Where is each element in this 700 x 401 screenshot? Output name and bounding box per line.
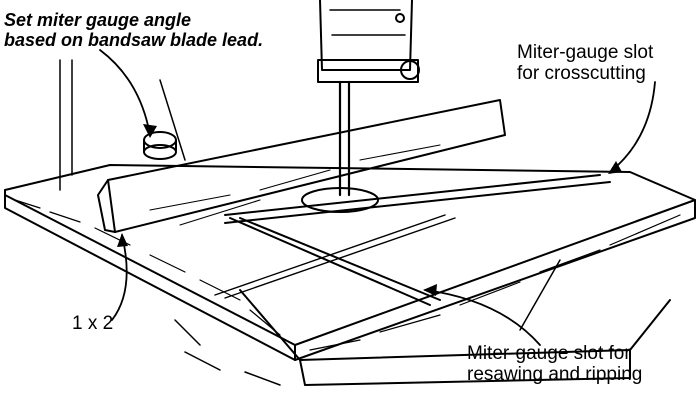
label-miter-angle-line2: based on bandsaw blade lead.: [4, 30, 264, 50]
label-fence-stock: 1 x 2: [72, 313, 114, 334]
label-miter-angle: Set miter gauge angle based on bandsaw b…: [4, 10, 263, 50]
bandsaw-table: [174, 259, 671, 386]
miter-gauge-knob: [143, 131, 177, 160]
sled-base: [4, 164, 696, 361]
table-insert: [301, 187, 379, 213]
label-resaw-slot-line1: Miter-gauge slot for: [467, 343, 631, 364]
arrowheads: [117, 124, 622, 296]
bandsaw-blade: [338, 80, 351, 197]
label-crosscut-slot-line1: Miter-gauge slot: [517, 42, 654, 63]
label-crosscut-slot-line2: for crosscutting: [517, 63, 646, 84]
fence-board: [97, 99, 506, 233]
label-crosscut-slot: Miter-gauge slot for crosscutting: [517, 42, 653, 84]
bandsaw-frame: [59, 0, 420, 191]
resaw-slot: [214, 214, 456, 306]
label-miter-angle-line1: Set miter gauge angle: [4, 10, 192, 30]
label-resaw-slot-line2: resawing and ripping: [467, 364, 643, 385]
label-resaw-slot: Miter-gauge slot for resawing and rippin…: [467, 343, 642, 385]
crosscut-slot: [224, 174, 611, 224]
